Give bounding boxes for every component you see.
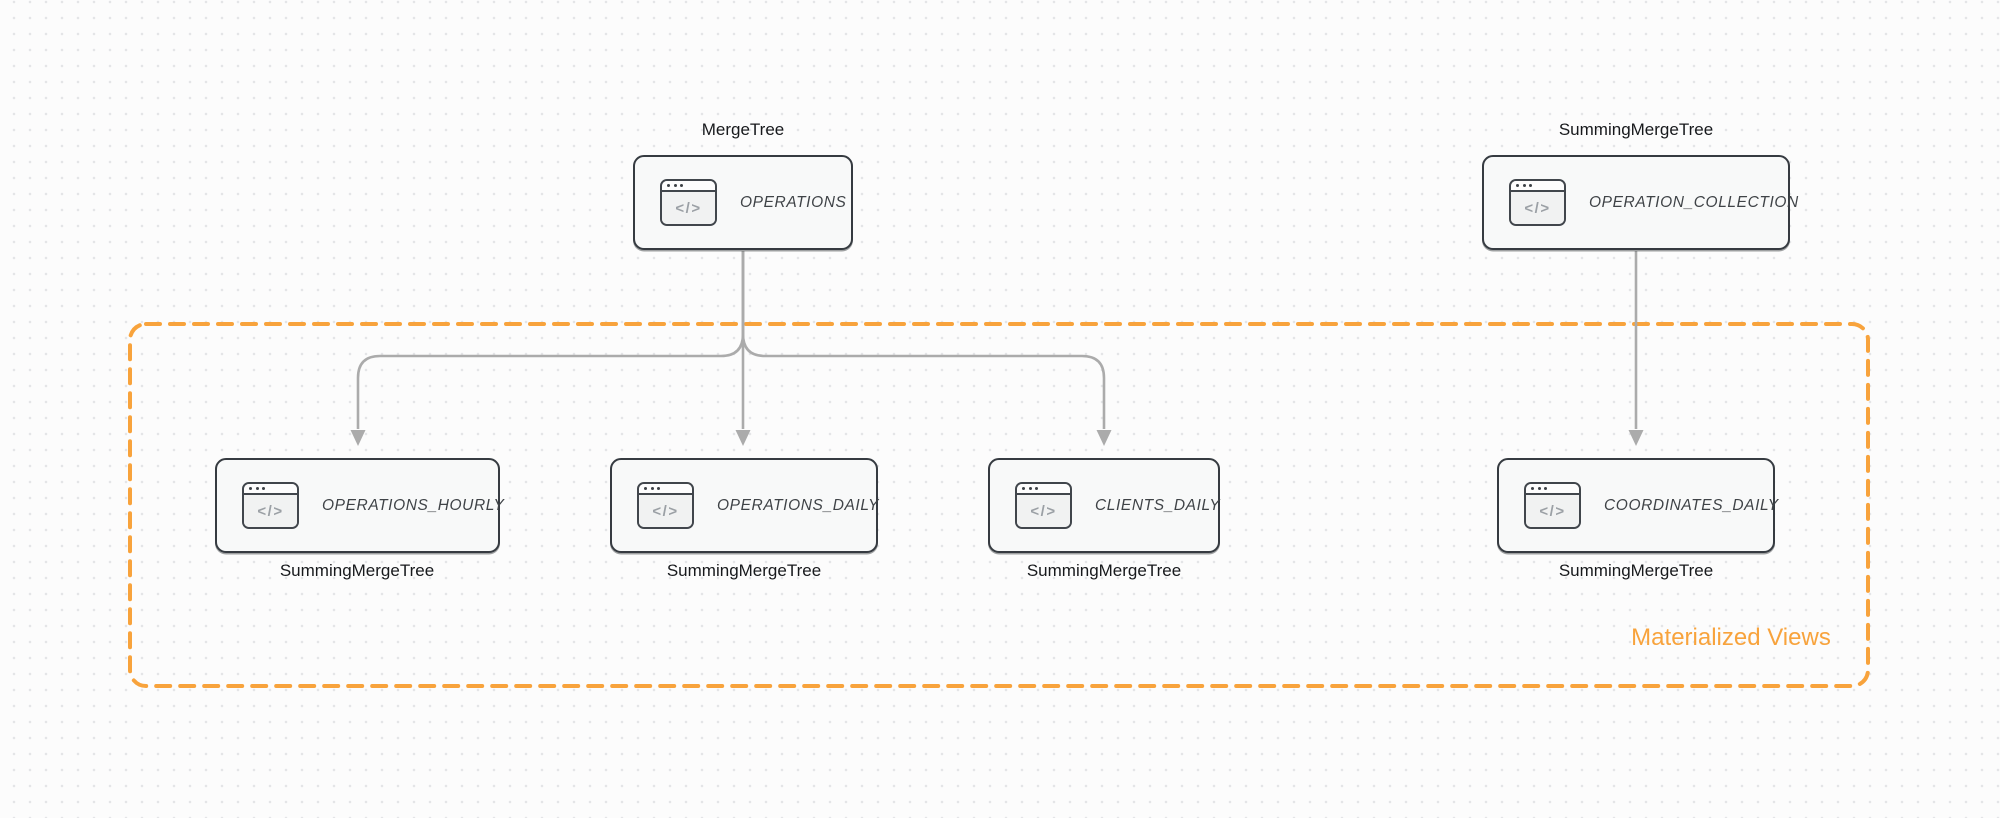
code-glyph: </> <box>1511 192 1564 224</box>
edge-operations-to-hourly <box>356 251 745 429</box>
edge-operations-to-clients <box>741 251 1106 429</box>
arrowhead-hourly <box>350 430 366 446</box>
code-glyph: </> <box>244 495 297 527</box>
engine-label-operations-daily: SummingMergeTree <box>666 561 822 580</box>
code-glyph: </> <box>662 192 715 224</box>
window-titlebar <box>244 484 297 495</box>
code-window-icon: </> <box>1524 482 1581 529</box>
code-glyph: </> <box>1017 495 1070 527</box>
window-titlebar <box>1511 181 1564 192</box>
arrowhead-clients <box>1096 430 1112 446</box>
code-window-icon: </> <box>242 482 299 529</box>
engine-label-clients-daily: SummingMergeTree <box>1026 561 1182 580</box>
node-coordinates-daily: </> COORDINATES_DAILY <box>1497 458 1778 553</box>
node-title: OPERATIONS_DAILY <box>717 496 880 514</box>
code-window-icon: </> <box>660 179 717 226</box>
arrowhead-coordinates <box>1628 430 1644 446</box>
window-titlebar <box>662 181 715 192</box>
node-title: OPERATION_COLLECTION <box>1589 193 1799 211</box>
window-titlebar <box>1017 484 1070 495</box>
engine-label-operation-collection: SummingMergeTree <box>1558 120 1714 139</box>
node-operations-hourly: </> OPERATIONS_HOURLY <box>215 458 504 553</box>
node-title: OPERATIONS_HOURLY <box>322 496 505 514</box>
engine-label-coordinates-daily: SummingMergeTree <box>1558 561 1714 580</box>
code-glyph: </> <box>1526 495 1579 527</box>
window-titlebar <box>1526 484 1579 495</box>
code-window-icon: </> <box>1509 179 1566 226</box>
engine-label-operations: MergeTree <box>701 120 785 139</box>
engine-label-operations-hourly: SummingMergeTree <box>279 561 435 580</box>
code-window-icon: </> <box>637 482 694 529</box>
node-operations-daily: </> OPERATIONS_DAILY <box>610 458 878 553</box>
node-operations: </> OPERATIONS <box>633 155 853 250</box>
window-titlebar <box>639 484 692 495</box>
node-title: CLIENTS_DAILY <box>1095 496 1221 514</box>
code-glyph: </> <box>639 495 692 527</box>
materialized-views-label: Materialized Views <box>1631 624 1831 651</box>
code-window-icon: </> <box>1015 482 1072 529</box>
node-title: OPERATIONS <box>740 193 847 211</box>
node-clients-daily: </> CLIENTS_DAILY <box>988 458 1220 553</box>
node-title: COORDINATES_DAILY <box>1604 496 1779 514</box>
node-operation-collection: </> OPERATION_COLLECTION <box>1482 155 1798 250</box>
arrowhead-daily <box>735 430 751 446</box>
